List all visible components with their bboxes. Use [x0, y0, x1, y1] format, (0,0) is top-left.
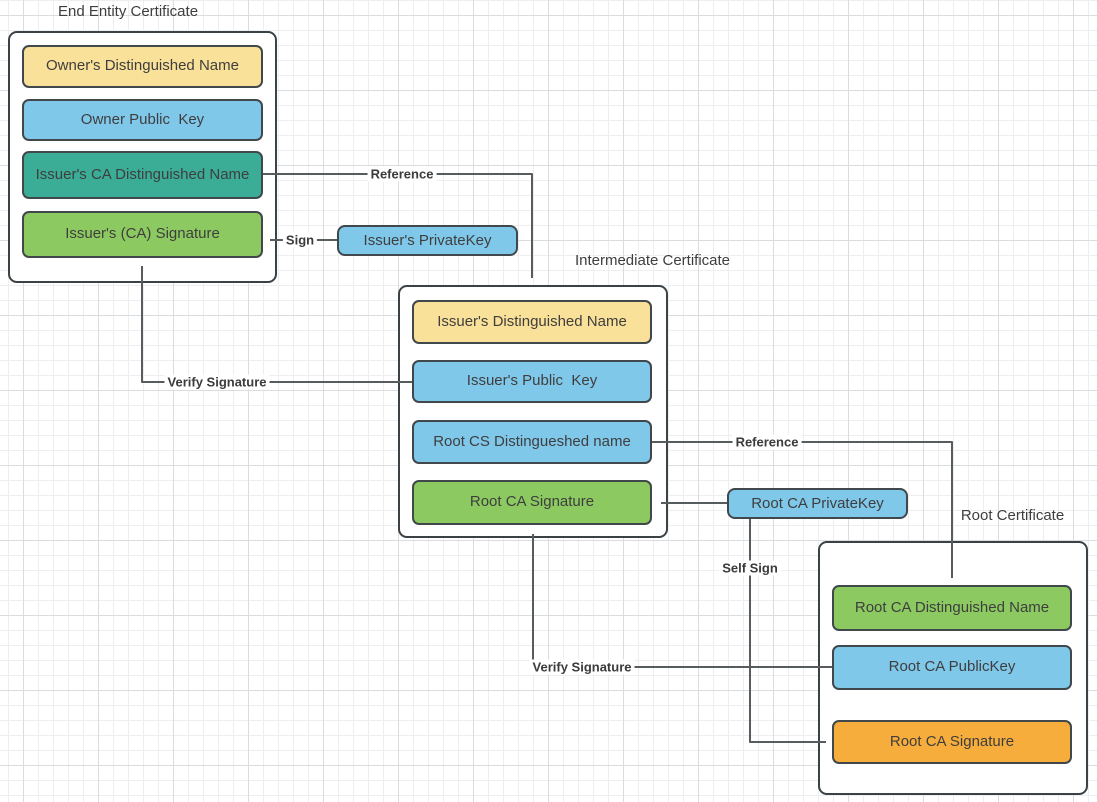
field-root-cs-distingueshed-name[interactable]: Root CS Distingueshed name: [412, 420, 652, 464]
root-certificate-title: Root Certificate: [960, 507, 1065, 524]
arrow-verify-signature-root: [532, 534, 832, 668]
field-label: Owner Public Key: [80, 110, 205, 128]
field-label: Issuer's CA Distinguished Name: [35, 165, 250, 183]
label-verify-signature-2: Verify Signature: [529, 659, 635, 675]
field-root-ca-signature-intermediate[interactable]: Root CA Signature: [412, 480, 652, 525]
field-issuers-public-key[interactable]: Issuer's Public Key: [412, 360, 652, 403]
field-root-ca-signature-root[interactable]: Root CA Signature: [832, 720, 1072, 764]
label-reference-1: Reference: [367, 166, 437, 182]
field-label: Issuer's Public Key: [466, 372, 598, 390]
field-root-ca-public-key[interactable]: Root CA PublicKey: [832, 645, 1072, 690]
key-label: Root CA PrivateKey: [751, 495, 884, 512]
issuers-private-key-box[interactable]: Issuer's PrivateKey: [337, 225, 518, 256]
field-issuers-ca-signature[interactable]: Issuer's (CA) Signature: [22, 211, 263, 258]
root-ca-private-key-box[interactable]: Root CA PrivateKey: [727, 488, 908, 519]
field-label: Root CA PublicKey: [888, 658, 1016, 676]
label-sign: Sign: [282, 232, 318, 248]
field-label: Issuer's (CA) Signature: [65, 225, 220, 243]
label-verify-signature-1: Verify Signature: [164, 374, 270, 390]
field-label: Issuer's Distinguished Name: [437, 312, 627, 330]
field-label: Root CA Distinguished Name: [854, 598, 1050, 616]
field-label: Root CA Signature: [469, 493, 595, 511]
field-label: Root CS Distingueshed name: [433, 432, 631, 450]
field-owners-distinguished-name[interactable]: Owner's Distinguished Name: [22, 45, 263, 88]
arrow-self-sign: [749, 519, 826, 743]
end-entity-certificate-title: End Entity Certificate: [57, 3, 199, 20]
field-issuers-ca-distinguished-name[interactable]: Issuer's CA Distinguished Name: [22, 151, 263, 199]
key-label: Issuer's PrivateKey: [363, 232, 492, 249]
field-issuers-distinguished-name[interactable]: Issuer's Distinguished Name: [412, 300, 652, 344]
arrow-verify-signature-issuer: [141, 266, 412, 383]
field-label: Root CA Signature: [889, 732, 1015, 750]
label-reference-2: Reference: [732, 434, 802, 450]
field-root-ca-distinguished-name[interactable]: Root CA Distinguished Name: [832, 585, 1072, 631]
intermediate-certificate-title: Intermediate Certificate: [574, 252, 731, 269]
field-owner-public-key[interactable]: Owner Public Key: [22, 99, 263, 141]
field-label: Owner's Distinguished Name: [46, 57, 239, 75]
label-self-sign: Self Sign: [719, 560, 781, 576]
